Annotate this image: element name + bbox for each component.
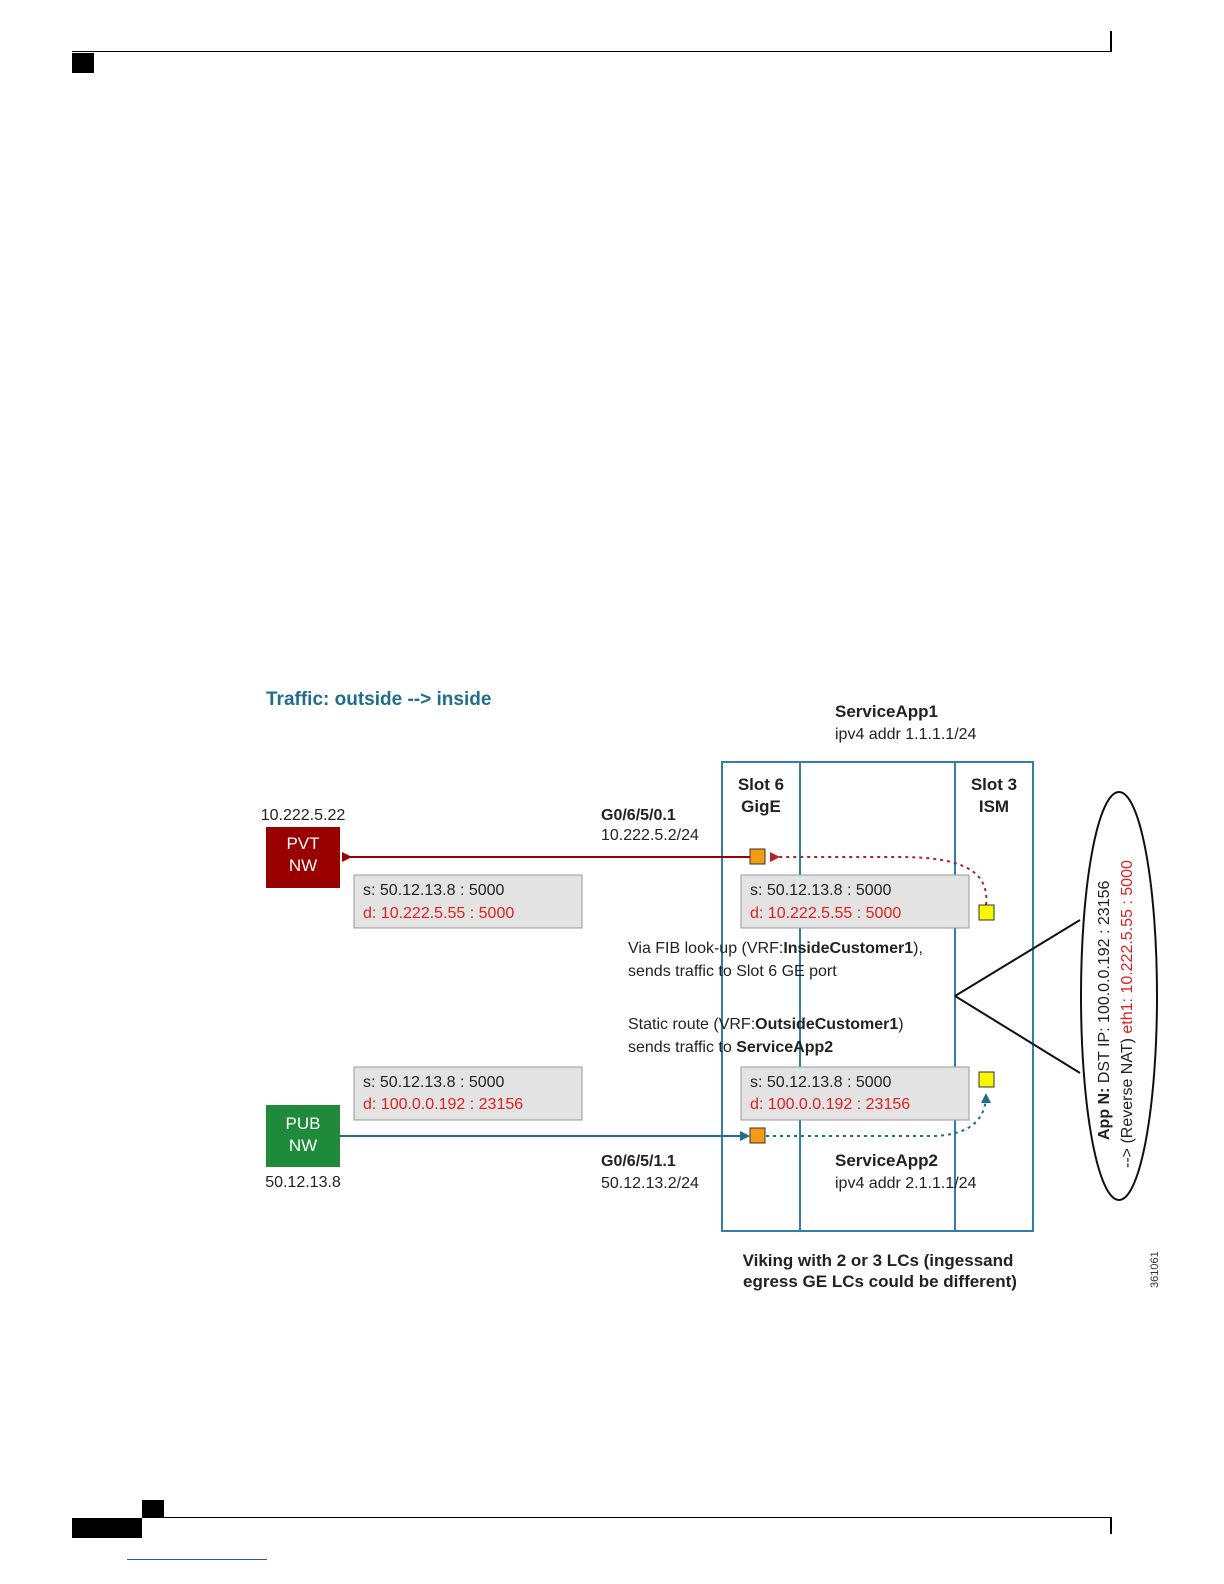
slot6-label-line2: GigE [741, 797, 781, 816]
slot3-bottom-port [978, 1071, 995, 1088]
caption-line2: egress GE LCs could be different) [743, 1272, 1017, 1291]
packet-bottom-right-dst: d: 100.0.0.192 : 23156 [750, 1096, 910, 1113]
footer-marker [72, 1518, 142, 1538]
packet-top-right-src: s: 50.12.13.8 : 5000 [750, 882, 892, 899]
fib-note-line2: sends traffic to Slot 6 GE port [628, 963, 837, 980]
iface-top-name: G0/6/5/0.1 [601, 807, 676, 824]
slot3-top-port [978, 904, 995, 921]
service-app2-addr: ipv4 addr 2.1.1.1/24 [835, 1175, 977, 1192]
packet-bottom-right-src: s: 50.12.13.8 : 5000 [750, 1074, 892, 1091]
footer-tick [1110, 1517, 1112, 1534]
service-app1-addr: ipv4 addr 1.1.1.1/24 [835, 726, 977, 743]
pvt-network-node [266, 827, 340, 888]
fib-note-line1: Via FIB look-up (VRF:InsideCustomer1), [628, 940, 923, 957]
iface-top-addr: 10.222.5.2/24 [601, 827, 699, 844]
pvt-label-line1: PVT [286, 834, 319, 853]
ism-to-port-dotted-arrow [770, 852, 988, 906]
header-tick [1110, 31, 1112, 52]
pub-ip: 50.12.13.8 [265, 1174, 341, 1191]
pvt-label-line2: NW [289, 856, 317, 875]
packet-top-left-src: s: 50.12.13.8 : 5000 [363, 882, 505, 899]
app-n-line2: --> (Reverse NAT) eth1: 10.222.5.55 : 50… [1119, 860, 1136, 1168]
pvt-ip: 10.222.5.22 [261, 807, 346, 824]
footer-link-underline[interactable] [127, 1559, 267, 1560]
service-app1-name: ServiceApp1 [835, 702, 938, 721]
slot6-egress-port [749, 848, 766, 865]
packet-bottom-left-dst: d: 100.0.0.192 : 23156 [363, 1096, 523, 1113]
pub-label-line2: NW [289, 1136, 317, 1155]
packet-bottom-left [353, 1066, 583, 1121]
figure-id: 361061 [1149, 1251, 1161, 1288]
iface-bottom-name: G0/6/5/1.1 [601, 1153, 676, 1170]
diagram-title: Traffic: outside --> inside [266, 689, 491, 710]
header-rule [72, 51, 1112, 52]
footer-rule [142, 1517, 1112, 1518]
packet-top-right-dst: d: 10.222.5.55 : 5000 [750, 905, 901, 922]
chassis-outline [721, 761, 1034, 1232]
header-marker [72, 53, 94, 73]
packet-top-right [740, 874, 970, 929]
pub-network-node [266, 1105, 340, 1167]
slot3-label-line1: Slot 3 [971, 775, 1017, 794]
callout-line-lower [954, 995, 1081, 1074]
callout-line-upper [954, 919, 1081, 997]
footer-marker-small [142, 1500, 164, 1518]
app-n-line1: App N: DST IP: 100.0.0.192 : 23156 [1096, 881, 1113, 1141]
slot6-label-line1: Slot 6 [738, 775, 784, 794]
iface-bottom-addr: 50.12.13.2/24 [601, 1175, 699, 1192]
app-n-bubble [1080, 791, 1158, 1201]
slot6-ingress-port [749, 1127, 766, 1144]
static-note-line1: Static route (VRF:OutsideCustomer1) [628, 1016, 904, 1033]
service-app2-name: ServiceApp2 [835, 1151, 938, 1170]
caption-line1: Viking with 2 or 3 LCs (ingessand [743, 1251, 1014, 1270]
packet-top-left-dst: d: 10.222.5.55 : 5000 [363, 905, 514, 922]
slot3-label-line2: ISM [979, 797, 1009, 816]
pub-label-line1: PUB [286, 1114, 321, 1133]
packet-bottom-right [740, 1066, 970, 1121]
static-note-line2: sends traffic to ServiceApp2 [628, 1039, 833, 1056]
packet-bottom-left-src: s: 50.12.13.8 : 5000 [363, 1074, 505, 1091]
packet-top-left [353, 874, 583, 929]
